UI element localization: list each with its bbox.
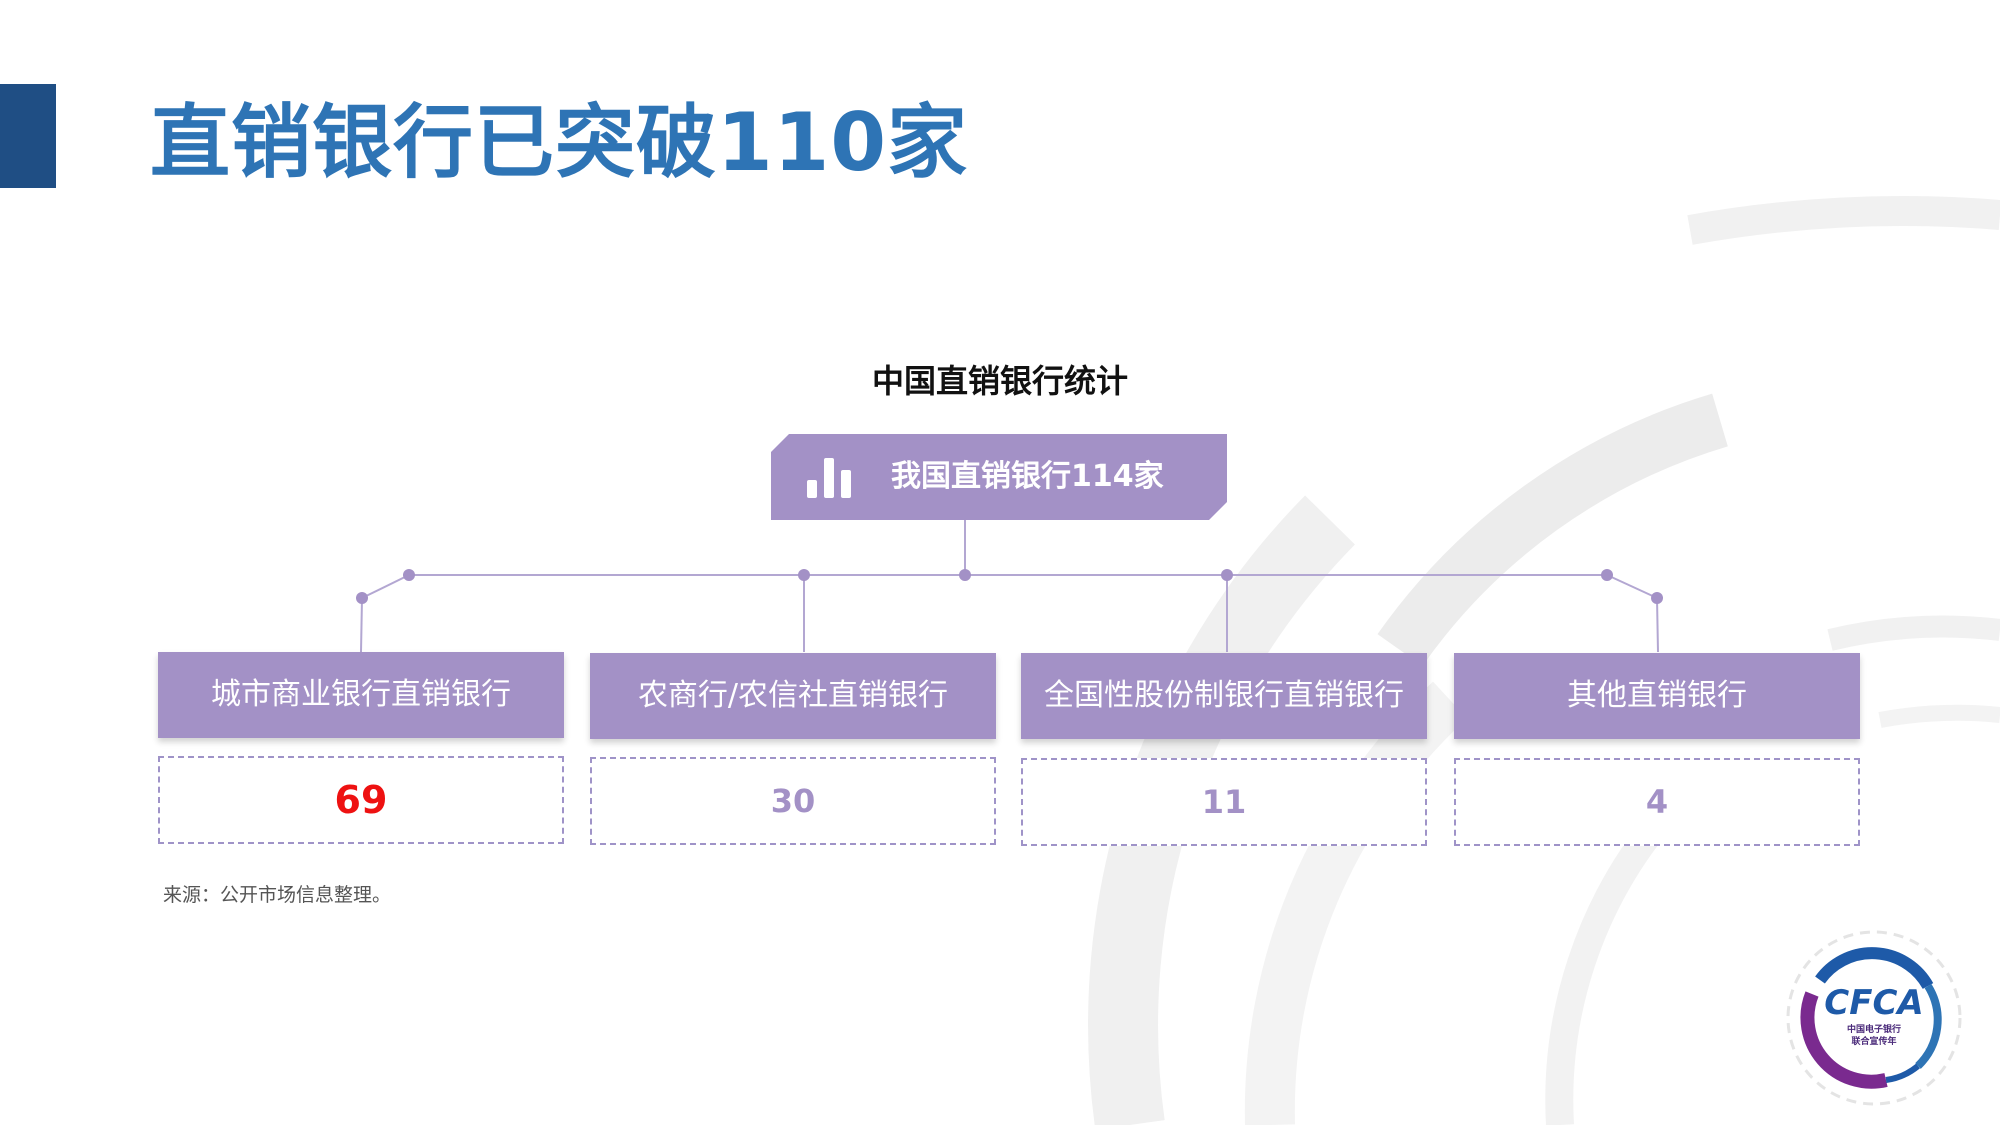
category-box-other: 其他直销银行	[1454, 653, 1860, 739]
category-box-rural-commercial: 农商行/农信社直销银行	[590, 653, 996, 739]
bar-chart-icon	[807, 458, 851, 498]
value-text: 11	[1201, 783, 1247, 821]
value-text: 4	[1645, 783, 1669, 821]
category-label: 其他直销银行	[1567, 678, 1747, 713]
cfca-logo-subtitle-1: 中国电子银行	[1847, 1023, 1901, 1035]
cfca-logo: CFCA 中国电子银行 联合宣传年	[1786, 930, 1962, 1106]
category-label: 农商行/农信社直销银行	[637, 678, 949, 713]
value-box-rural-commercial: 30	[590, 757, 996, 845]
value-box-city-commercial: 69	[158, 756, 564, 844]
root-node: 我国直销银行114家	[771, 434, 1227, 520]
category-label: 全国性股份制银行直销银行	[1044, 678, 1404, 713]
category-box-joint-stock: 全国性股份制银行直销银行	[1021, 653, 1427, 739]
value-text: 69	[334, 778, 388, 822]
category-label: 城市商业银行直销银行	[211, 677, 511, 712]
value-box-other: 4	[1454, 758, 1860, 846]
diagram-title: 中国直销银行统计	[871, 362, 1128, 400]
root-node-label: 我国直销银行114家	[891, 459, 1164, 494]
title-accent-bar	[0, 84, 56, 188]
cfca-logo-text: CFCA	[1824, 983, 1923, 1023]
source-note: 来源：公开市场信息整理。	[163, 884, 392, 906]
value-text: 30	[770, 782, 816, 820]
value-box-joint-stock: 11	[1021, 758, 1427, 846]
category-box-city-commercial: 城市商业银行直销银行	[158, 652, 564, 738]
page-title: 直销银行已突破110家	[150, 96, 968, 189]
cfca-logo-subtitle-2: 联合宣传年	[1851, 1035, 1896, 1047]
